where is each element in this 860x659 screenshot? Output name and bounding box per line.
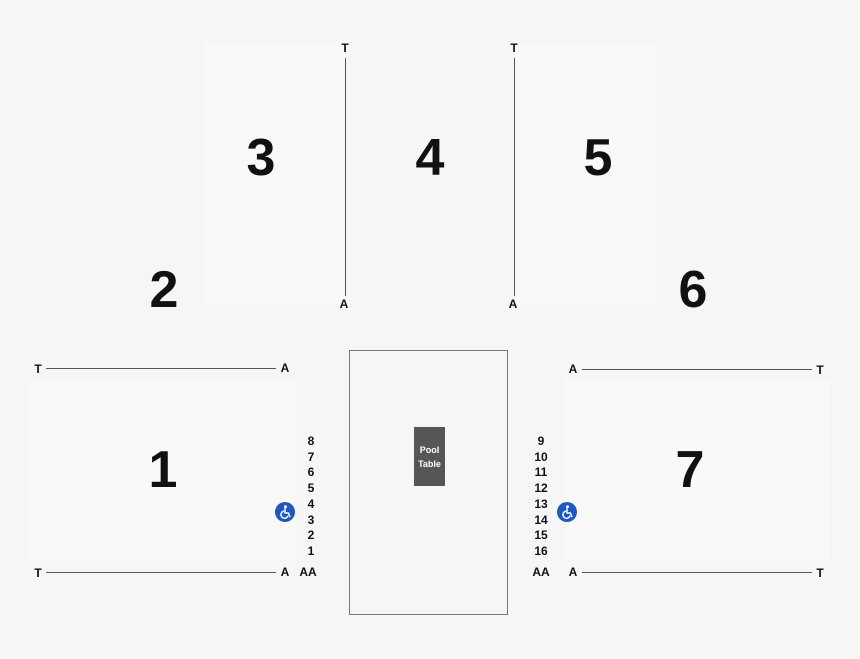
seat-right-9[interactable]: 9 bbox=[537, 434, 545, 448]
seat-left-5[interactable]: 5 bbox=[307, 481, 315, 495]
seat-left-7[interactable]: 7 bbox=[307, 450, 315, 464]
section-1-row-a: A bbox=[280, 565, 290, 579]
section-1-row-t: T bbox=[34, 566, 42, 580]
section-7-row-t: T bbox=[816, 566, 824, 580]
seat-right-16[interactable]: 16 bbox=[534, 544, 548, 558]
section-7-row-line bbox=[582, 572, 812, 573]
section-4-right-row-a: A bbox=[508, 297, 518, 311]
pool-table-label-line2: Table bbox=[418, 458, 441, 469]
section-7-area bbox=[565, 380, 830, 560]
section-2-label[interactable]: 2 bbox=[149, 261, 179, 319]
seat-right-12[interactable]: 12 bbox=[534, 481, 548, 495]
seat-left-6[interactable]: 6 bbox=[307, 465, 315, 479]
pool-table-label-line1: Pool bbox=[419, 444, 440, 455]
seat-right-11[interactable]: 11 bbox=[534, 465, 548, 479]
section-2-row-line bbox=[46, 368, 276, 369]
section-4-right-row-t: T bbox=[510, 41, 518, 55]
wheelchair-accessible-icon[interactable] bbox=[275, 502, 295, 522]
seat-right-10[interactable]: 10 bbox=[534, 450, 548, 464]
section-4-left-aisle-line bbox=[345, 58, 346, 296]
section-6-row-line bbox=[582, 369, 812, 370]
section-7-label[interactable]: 7 bbox=[675, 441, 705, 499]
seat-right-14[interactable]: 14 bbox=[534, 513, 548, 527]
pool-table: Pool Table bbox=[414, 427, 445, 486]
section-3-label[interactable]: 3 bbox=[246, 129, 276, 187]
section-4-left-row-t: T bbox=[341, 41, 349, 55]
section-7-row-a: A bbox=[568, 565, 578, 579]
section-1-row-aa: AA bbox=[299, 565, 317, 579]
section-2-row-t: T bbox=[34, 362, 42, 376]
seat-left-4[interactable]: 4 bbox=[307, 497, 315, 511]
section-6-label[interactable]: 6 bbox=[678, 261, 708, 319]
section-1-label[interactable]: 1 bbox=[148, 441, 178, 499]
section-1-area bbox=[30, 380, 295, 560]
seat-right-13[interactable]: 13 bbox=[534, 497, 548, 511]
section-3-area bbox=[205, 42, 345, 305]
section-5-label[interactable]: 5 bbox=[583, 129, 613, 187]
section-4-right-aisle-line bbox=[514, 58, 515, 296]
section-4-left-row-a: A bbox=[339, 297, 349, 311]
section-2-row-a: A bbox=[280, 361, 290, 375]
section-7-row-aa: AA bbox=[532, 565, 550, 579]
seat-left-8[interactable]: 8 bbox=[307, 434, 315, 448]
seat-left-1[interactable]: 1 bbox=[307, 544, 315, 558]
section-6-row-a: A bbox=[568, 362, 578, 376]
wheelchair-accessible-icon[interactable] bbox=[557, 502, 577, 522]
section-6-row-t: T bbox=[816, 363, 824, 377]
section-5-area bbox=[515, 42, 655, 305]
section-4-label[interactable]: 4 bbox=[415, 129, 445, 187]
seat-right-15[interactable]: 15 bbox=[534, 528, 548, 542]
seat-left-3[interactable]: 3 bbox=[307, 513, 315, 527]
seat-left-2[interactable]: 2 bbox=[307, 528, 315, 542]
section-1-row-line bbox=[46, 572, 276, 573]
